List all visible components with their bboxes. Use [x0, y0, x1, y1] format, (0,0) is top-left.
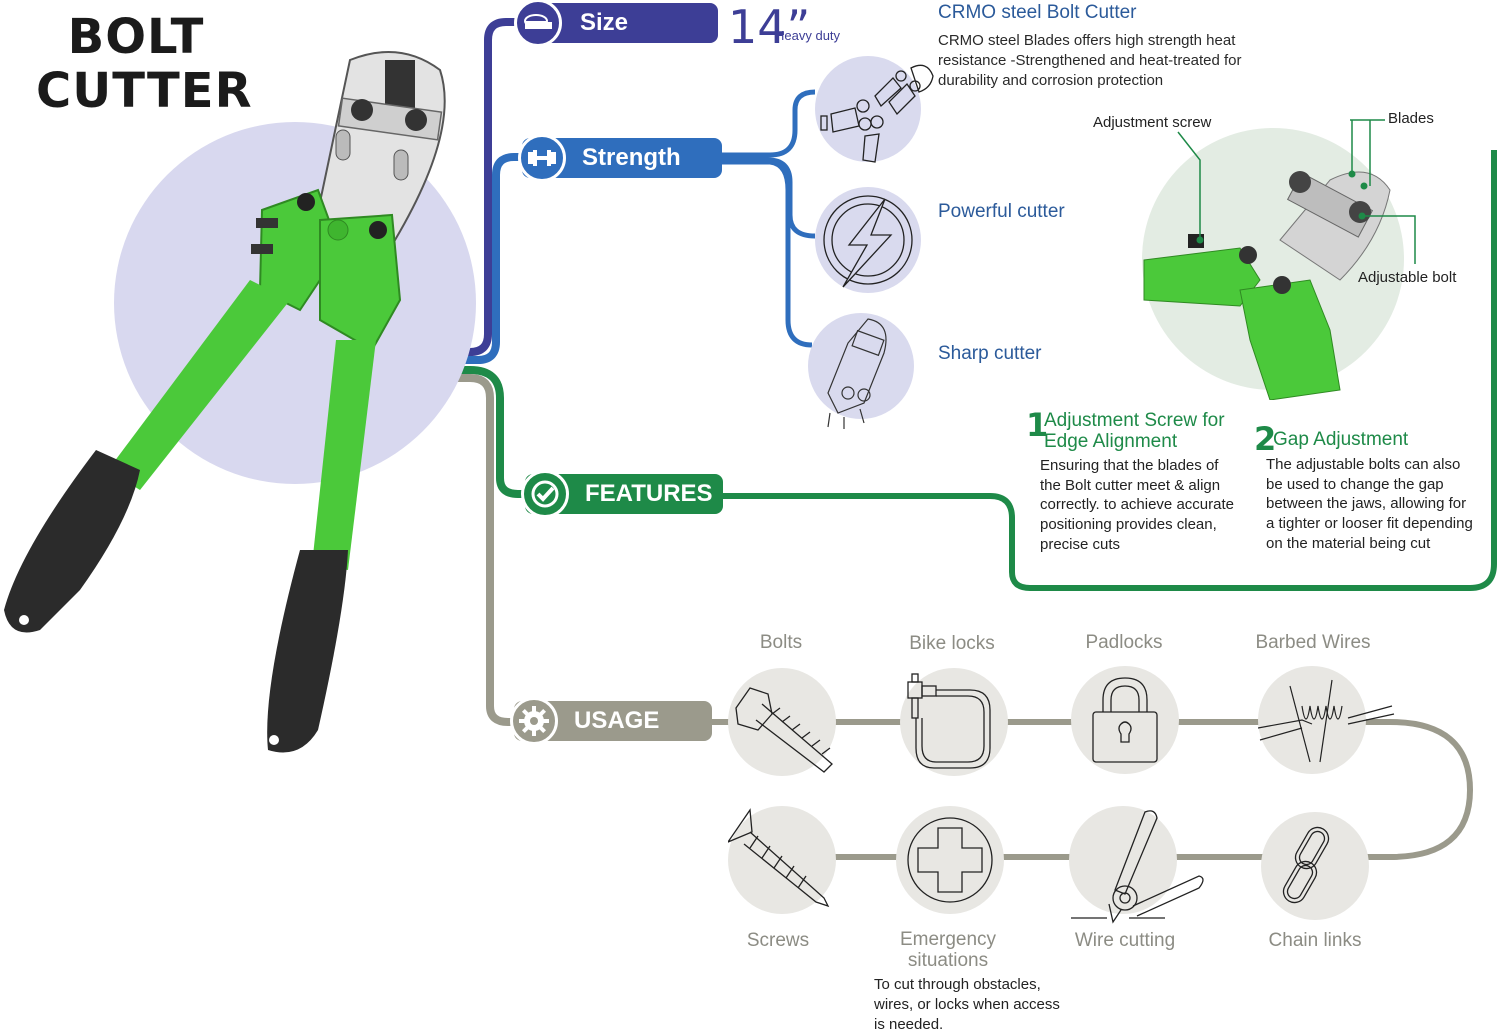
strength-branch-1: [720, 89, 816, 158]
lightning-icon: [815, 187, 921, 293]
bike-lock-icon: [900, 668, 1008, 776]
size-label: Size: [580, 9, 629, 36]
size-section-label: Size: [514, 0, 718, 47]
usage-label-bike-locks: Bike locks: [909, 633, 995, 654]
dumbbell-icon: [518, 134, 566, 182]
wire-cutter-icon: [1069, 806, 1204, 924]
usage-label-emergency: Emergency situations: [899, 929, 997, 971]
emergency-note: To cut through obstacles, wires, or lock…: [874, 976, 1060, 1031]
features-connector: [370, 366, 530, 498]
strength-branch-3: [720, 159, 813, 348]
usage-connector: [370, 374, 520, 726]
feature-1-title: Adjustment Screw for Edge Alignment: [1044, 410, 1225, 452]
bolt-cutter-image: [4, 51, 446, 753]
cutter-head-icon: [808, 313, 914, 429]
usage-label: USAGE: [574, 707, 660, 734]
strength-section-label: Strength: [518, 134, 722, 182]
features-section-label: FEATURES: [521, 470, 723, 518]
features-label: FEATURES: [585, 480, 713, 507]
tape-measure-icon: [514, 0, 562, 47]
usage-label-screws: Screws: [746, 930, 810, 951]
usage-label-chain-links: Chain links: [1268, 930, 1362, 951]
usage-label-wire-cutting: Wire cutting: [1074, 930, 1176, 951]
powerful-cutter-label: Powerful cutter: [938, 201, 1065, 222]
page-title: BOLT CUTTER: [36, 9, 253, 119]
size-note: Heavy duty: [775, 28, 841, 43]
padlock-icon: [1071, 666, 1179, 774]
bolt-cutter-head-closeup: [1143, 119, 1416, 400]
usage-track: [712, 719, 1474, 860]
crmo-description: CRMO steel Blades offers high strength h…: [938, 32, 1242, 89]
callout-adjustment-screw: Adjustment screw: [1093, 114, 1212, 131]
strength-label: Strength: [582, 144, 681, 171]
check-circle-icon: [521, 470, 569, 518]
callout-adjustable-bolt: Adjustable bolt: [1358, 269, 1457, 286]
barbed-wire-icon: [1257, 666, 1395, 774]
bolt-cutter-parts-icon: [815, 56, 934, 163]
usage-label-bolts: Bolts: [759, 632, 803, 653]
usage-label-padlocks: Padlocks: [1085, 632, 1163, 653]
crmo-title: CRMO steel Bolt Cutter: [938, 2, 1137, 23]
feature-2-title: Gap Adjustment: [1273, 429, 1409, 450]
bolt-icon: [728, 668, 836, 776]
screw-icon: [726, 806, 836, 914]
feature-2-number: 2: [1254, 420, 1277, 458]
strength-connector: [370, 153, 530, 364]
usage-section-label: USAGE: [510, 697, 712, 745]
first-aid-cross-icon: [896, 806, 1004, 914]
features-outline: [722, 150, 1497, 591]
gear-icon: [510, 697, 558, 745]
title-line-1: BOLT: [67, 9, 205, 65]
feature-1-number: 1: [1026, 406, 1049, 444]
size-connector: [370, 18, 530, 356]
chain-link-icon: [1261, 812, 1369, 920]
feature-1-description: Ensuring that the blades of the Bolt cut…: [1040, 457, 1234, 553]
size-value: 14”: [728, 0, 811, 54]
callout-blades: Blades: [1388, 110, 1434, 127]
title-line-2: CUTTER: [36, 63, 253, 119]
sharp-cutter-label: Sharp cutter: [938, 343, 1042, 364]
strength-branch-2: [720, 157, 816, 239]
feature-2-description: The adjustable bolts can also be used to…: [1266, 456, 1473, 552]
usage-label-barbed-wires: Barbed Wires: [1255, 632, 1371, 653]
